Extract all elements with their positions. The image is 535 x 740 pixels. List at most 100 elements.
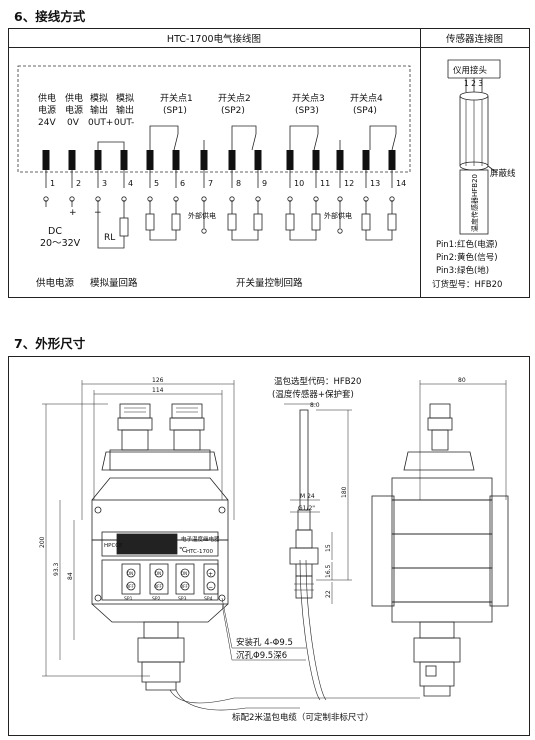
power-label-4a: 模拟 — [116, 92, 134, 104]
terminal-block-5 — [146, 150, 154, 170]
plus-sign-2: + — [69, 208, 77, 218]
sensor-pin3: Pin3:绿色(地) — [436, 265, 489, 276]
terminal-number-9: 9 — [262, 179, 267, 188]
dim-84: 84 — [67, 572, 74, 580]
wiring-table — [8, 28, 530, 298]
dim-180: 180 — [341, 486, 348, 498]
terminal-number-13: 13 — [370, 179, 380, 188]
dim-200: 200 — [39, 536, 46, 548]
terminal-number-11: 11 — [320, 179, 330, 188]
switch-label-2b: (SP2) — [221, 106, 245, 116]
device-sp3: SP3 — [178, 596, 187, 602]
terminal-number-8: 8 — [236, 179, 241, 188]
terminal-number-3: 3 — [102, 179, 107, 188]
device-off-2: OFF — [154, 584, 162, 589]
wiring-table-col-divider — [420, 28, 421, 297]
switch-label-4a: 开关点4 — [350, 92, 383, 104]
terminal-block-11 — [312, 150, 320, 170]
device-on-3: ON — [181, 571, 187, 576]
section-7-title: 7、外形尺寸 — [14, 336, 86, 351]
device-off-1: OFF — [126, 584, 134, 589]
dim-126: 126 — [152, 377, 164, 384]
device-plus: + — [208, 571, 213, 578]
device-name: 电子温度继电器 — [181, 535, 220, 543]
terminal-block-8 — [228, 150, 236, 170]
dim-m24: M 24 — [300, 493, 315, 500]
device-on-1: ON — [127, 571, 133, 576]
sensor-shield-label: 屏蔽线 — [490, 168, 516, 179]
terminal-number-7: 7 — [208, 179, 213, 188]
terminal-block-9 — [254, 150, 262, 170]
terminal-block-3 — [94, 150, 102, 170]
switch-label-3a: 开关点3 — [292, 92, 325, 104]
dim-93: 93.3 — [53, 562, 60, 576]
sensor-connection — [447, 59, 501, 235]
terminal-block-2 — [68, 150, 76, 170]
dimension-frame — [8, 356, 530, 736]
power-label-1b: 电源 — [38, 104, 56, 116]
power-label-2a: 供电 — [65, 92, 83, 104]
device-sp2: SP2 — [152, 596, 161, 602]
terminal-number-4: 4 — [128, 179, 133, 188]
terminal-block-10 — [286, 150, 294, 170]
power-label-3b: 输出 — [90, 104, 108, 116]
footer-switch: 开关量控制回路 — [236, 277, 303, 289]
mount-hole: 安装孔 4-Φ9.5 — [236, 637, 293, 648]
terminal-block-1 — [42, 150, 50, 170]
terminal-number-12: 12 — [344, 179, 354, 188]
sensor-pin1: Pin1:红色(电源) — [436, 239, 498, 250]
power-label-4c: 0UT- — [114, 118, 134, 128]
section-6-title: 6、接线方式 — [14, 9, 86, 24]
terminal-number-14: 14 — [396, 179, 406, 188]
device-brand: HPCCE — [104, 543, 123, 549]
terminal-block-6 — [172, 150, 180, 170]
ext-supply-1: 外部供电 — [188, 211, 216, 220]
dim-g: G1/2" — [298, 505, 315, 512]
terminal-number-6: 6 — [180, 179, 185, 188]
dc-range: 20～32V — [40, 238, 81, 249]
device-sp1: SP1 — [124, 596, 133, 602]
switch-label-3b: (SP3) — [295, 106, 319, 116]
col-title-sensor: 传感器连接图 — [445, 34, 503, 45]
col-title-wiring: HTC-1700电气接线图 — [166, 34, 262, 45]
terminal-number-2: 2 — [76, 179, 81, 188]
dim-16: 16.5 — [325, 564, 332, 578]
switch-label-1a: 开关点1 — [160, 92, 193, 104]
device-dashed-border — [17, 65, 411, 173]
dim-15: 15 — [325, 544, 332, 552]
switch-label-2a: 开关点2 — [218, 92, 251, 104]
terminal-block-13 — [362, 150, 370, 170]
device-on-2: ON — [155, 571, 161, 576]
terminal-block-12 — [336, 150, 344, 170]
wiring-table-header-divider — [8, 47, 529, 48]
sensor-connector-label: 仪用接头 — [453, 65, 488, 76]
switch-label-4b: (SP4) — [353, 106, 377, 116]
device-minus: − — [208, 584, 213, 591]
terminal-block-7 — [200, 150, 208, 170]
rl-label: RL — [104, 233, 115, 243]
dc-label: DC — [48, 226, 62, 237]
dim-22: 22 — [325, 590, 332, 598]
wiring-diagram: 供电 电源 24V 供电 电源 0V 模拟 输出 0UT+ 模拟 输出 0UT-… — [17, 59, 516, 290]
dim-phi8: 8.0 — [310, 402, 320, 409]
power-label-1a: 供电 — [38, 92, 56, 104]
terminal-number-1: 1 — [50, 179, 55, 188]
sensor-pin2: Pin2:黄色(信号) — [436, 252, 498, 263]
counter-sink: 沉孔Φ9.5深6 — [236, 651, 287, 661]
device-sp4: SP4 — [204, 596, 213, 602]
cable-note: 标配2米温包电缆（可定制非标尺寸） — [232, 712, 373, 723]
sensor-pins-label: 1 2 3 — [464, 79, 483, 88]
power-label-3a: 模拟 — [90, 92, 108, 104]
device-model: HTC-1700 — [186, 549, 213, 555]
power-label-1c: 24V — [38, 118, 56, 128]
power-label-2b: 电源 — [65, 104, 83, 116]
minus-sign-3: − — [94, 208, 102, 218]
probe-model: 温包选型代码：HFB20 — [274, 376, 361, 387]
terminal-number-5: 5 — [154, 179, 159, 188]
device-off-3: OFF — [180, 584, 188, 589]
power-label-3c: 0UT+ — [88, 118, 113, 128]
power-label-4b: 输出 — [116, 104, 134, 116]
power-label-2c: 0V — [67, 118, 80, 128]
ext-supply-2: 外部供电 — [324, 211, 352, 220]
